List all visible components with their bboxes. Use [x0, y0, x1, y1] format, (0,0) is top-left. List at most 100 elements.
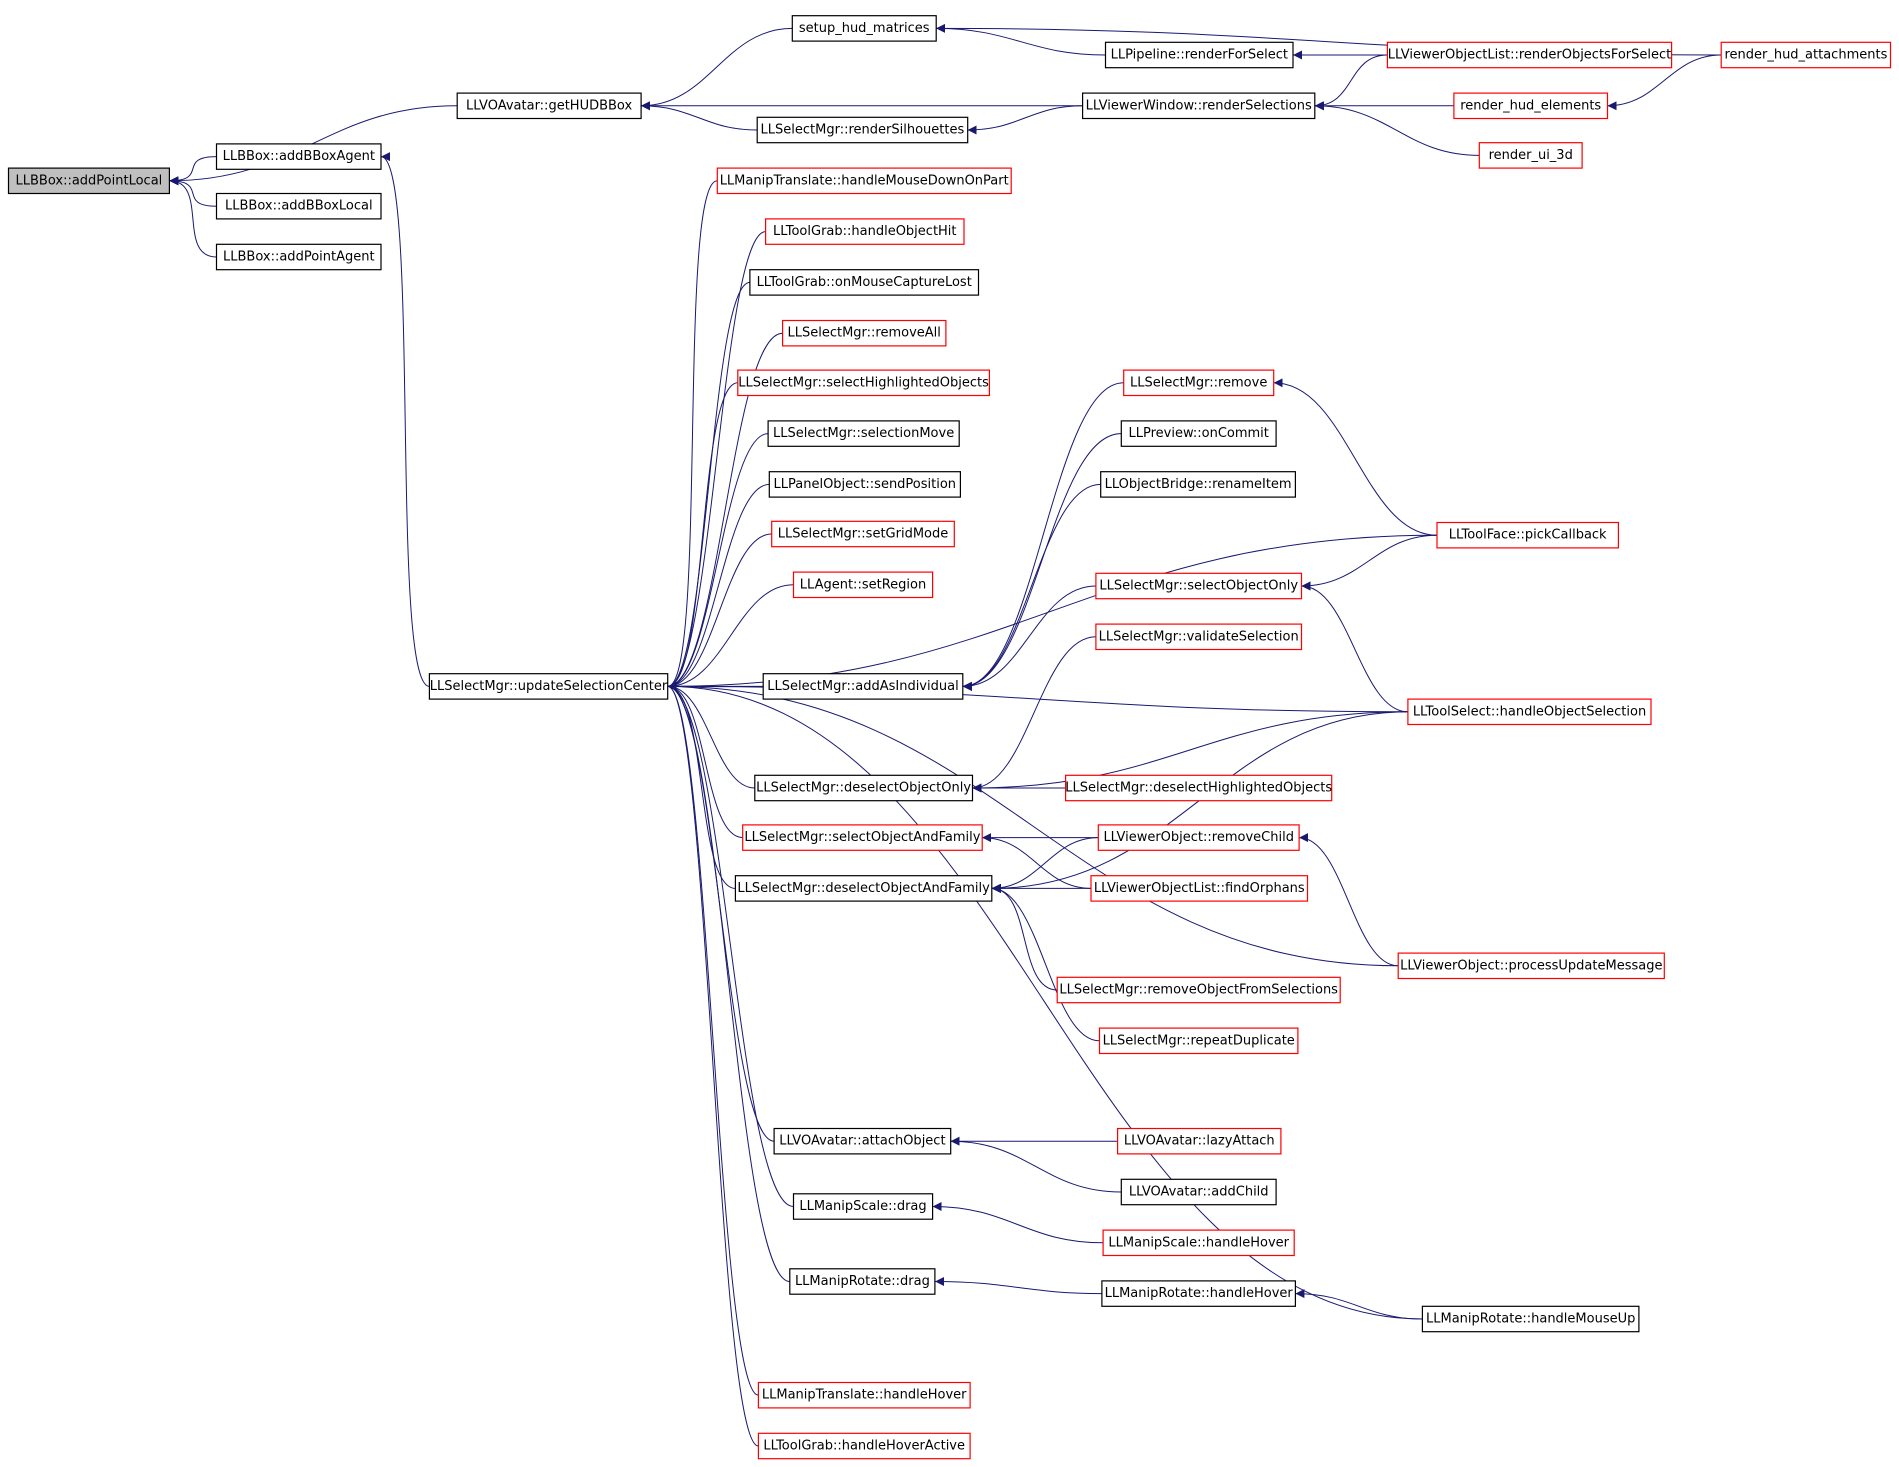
node-add-point-local[interactable]: LLBBox::addPointLocal — [7, 167, 170, 195]
node-setup-hud-matrices[interactable]: setup_hud_matrices — [791, 15, 937, 42]
node-label: LLPipeline::renderForSelect — [1111, 48, 1288, 63]
node-box — [1116, 1127, 1282, 1155]
node-vo-process-update-message[interactable]: LLViewerObject::processUpdateMessage — [1397, 952, 1665, 980]
edge-vo-remove-child-to-sm-deselect-object-and-family — [991, 837, 1099, 893]
node-render-objects-for-select[interactable]: LLViewerObjectList::renderObjectsForSele… — [1386, 41, 1673, 69]
node-label: LLViewerObjectList::renderObjectsForSele… — [1388, 48, 1672, 63]
node-add-point-agent[interactable]: LLBBox::addPointAgent — [215, 243, 382, 271]
node-label: LLVOAvatar::addChild — [1129, 1185, 1269, 1200]
edge-add-point-agent-to-add-point-local — [169, 176, 217, 258]
node-render-selections[interactable]: LLViewerWindow::renderSelections — [1081, 92, 1316, 120]
node-label: LLViewerObject::processUpdateMessage — [1400, 958, 1662, 973]
node-tg-handle-object-hit[interactable]: LLToolGrab::handleObjectHit — [764, 218, 965, 245]
node-sm-remove-object-from-selections[interactable]: LLSelectMgr::removeObjectFromSelections — [1056, 976, 1341, 1004]
node-get-hudbbox[interactable]: LLVOAvatar::getHUDBBox — [456, 92, 642, 120]
node-label: LLAgent::setRegion — [800, 577, 926, 592]
node-mt-handle-mouse-down-on-part[interactable]: LLManipTranslate::handleMouseDownOnPart — [716, 167, 1012, 195]
node-sm-deselect-object-and-family[interactable]: LLSelectMgr::deselectObjectAndFamily — [734, 875, 993, 902]
edge-mr-drag-to-update-selection-center — [667, 681, 790, 1282]
node-label: LLManipRotate::handleHover — [1105, 1286, 1294, 1301]
node-render-silhouettes[interactable]: LLSelectMgr::renderSilhouettes — [756, 116, 969, 144]
node-box — [1095, 623, 1303, 651]
node-label: LLToolFace::pickCallback — [1449, 528, 1607, 543]
node-sm-remove[interactable]: LLSelectMgr::remove — [1123, 369, 1275, 397]
edge-vo-process-update-message-to-vo-remove-child — [1299, 833, 1399, 967]
edge-sm-selection-move-to-update-selection-center — [667, 433, 769, 691]
node-box — [1720, 41, 1892, 69]
node-sm-select-object-only[interactable]: LLSelectMgr::selectObjectOnly — [1095, 572, 1303, 600]
node-label: LLManipTranslate::handleHover — [762, 1388, 967, 1403]
node-ts-handle-object-selection[interactable]: LLToolSelect::handleObjectSelection — [1407, 698, 1652, 726]
node-label: LLSelectMgr::removeAll — [787, 326, 940, 341]
node-box — [792, 1193, 934, 1220]
node-ms-handle-hover[interactable]: LLManipScale::handleHover — [1102, 1229, 1295, 1257]
node-mt-handle-hover[interactable]: LLManipTranslate::handleHover — [757, 1381, 971, 1409]
node-render-hud-elements[interactable]: render_hud_elements — [1453, 92, 1609, 120]
node-sm-remove-all[interactable]: LLSelectMgr::removeAll — [781, 319, 947, 347]
edge-render-selections-to-render-silhouettes — [967, 105, 1083, 135]
node-box — [1386, 41, 1673, 69]
edge-va-add-child-to-va-attach-object — [950, 1136, 1122, 1193]
node-ms-drag[interactable]: LLManipScale::drag — [792, 1193, 934, 1220]
node-sm-selection-move[interactable]: LLSelectMgr::selectionMove — [767, 420, 960, 447]
node-box — [1102, 1229, 1295, 1257]
node-va-attach-object[interactable]: LLVOAvatar::attachObject — [773, 1127, 952, 1155]
node-va-lazy-attach[interactable]: LLVOAvatar::lazyAttach — [1116, 1127, 1282, 1155]
node-label: LLManipRotate::handleMouseUp — [1426, 1312, 1635, 1327]
node-render-hud-attachments[interactable]: render_hud_attachments — [1720, 41, 1892, 69]
edge-render-ui-3d-to-render-selections — [1314, 101, 1480, 156]
node-update-selection-center[interactable]: LLSelectMgr::updateSelectionCenter — [428, 673, 669, 700]
node-box — [215, 192, 382, 220]
node-mr-handle-hover[interactable]: LLManipRotate::handleHover — [1101, 1280, 1297, 1307]
node-sm-select-object-and-family[interactable]: LLSelectMgr::selectObjectAndFamily — [742, 824, 983, 851]
node-label: LLBBox::addBBoxLocal — [225, 199, 373, 214]
node-sm-select-highlighted-objects[interactable]: LLSelectMgr::selectHighlightedObjects — [737, 369, 990, 397]
node-box — [1478, 142, 1583, 169]
node-tg-on-mouse-capture-lost[interactable]: LLToolGrab::onMouseCaptureLost — [749, 269, 980, 296]
node-pv-on-commit[interactable]: LLPreview::onCommit — [1120, 420, 1277, 447]
node-sm-deselect-highlighted-objects[interactable]: LLSelectMgr::deselectHighlightedObjects — [1064, 774, 1332, 802]
node-tf-pick-callback[interactable]: LLToolFace::pickCallback — [1436, 521, 1619, 549]
node-label: LLSelectMgr::selectObjectOnly — [1099, 579, 1298, 594]
node-po-send-position[interactable]: LLPanelObject::sendPosition — [768, 471, 961, 498]
node-add-bbox-agent[interactable]: LLBBox::addBBoxAgent — [215, 143, 382, 170]
node-box — [767, 420, 960, 447]
node-vo-remove-child[interactable]: LLViewerObject::removeChild — [1097, 824, 1300, 851]
node-label: LLToolSelect::handleObjectSelection — [1413, 704, 1646, 719]
node-render-for-select[interactable]: LLPipeline::renderForSelect — [1104, 41, 1294, 69]
edge-tg-on-mouse-capture-lost-to-update-selection-center — [667, 281, 750, 691]
node-label: LLSelectMgr::repeatDuplicate — [1103, 1033, 1295, 1048]
node-tg-handle-hover-active[interactable]: LLToolGrab::handleHoverActive — [757, 1432, 971, 1460]
node-label: LLToolGrab::handleObjectHit — [773, 224, 956, 239]
node-sm-add-as-individual[interactable]: LLSelectMgr::addAsIndividual — [762, 673, 964, 700]
node-box — [1090, 875, 1309, 902]
node-sm-set-grid-mode[interactable]: LLSelectMgr::setGridMode — [771, 520, 955, 548]
node-mr-drag[interactable]: LLManipRotate::drag — [789, 1268, 936, 1295]
node-render-ui-3d[interactable]: render_ui_3d — [1478, 142, 1583, 169]
edge-render-silhouettes-to-get-hudbbox — [641, 101, 758, 131]
node-box — [215, 243, 382, 271]
edge-sm-deselect-object-only-to-update-selection-center — [667, 681, 755, 789]
node-box — [1421, 1305, 1640, 1333]
node-ag-set-region[interactable]: LLAgent::setRegion — [792, 571, 934, 599]
edge-mr-handle-hover-to-mr-drag — [934, 1277, 1102, 1295]
node-box — [749, 269, 980, 296]
node-ob-rename-item[interactable]: LLObjectBridge::renameItem — [1100, 471, 1296, 498]
node-add-bbox-local[interactable]: LLBBox::addBBoxLocal — [215, 192, 382, 220]
node-va-add-child[interactable]: LLVOAvatar::addChild — [1120, 1178, 1277, 1206]
edge-mt-handle-hover-to-update-selection-center — [667, 682, 759, 1396]
node-box — [1397, 952, 1665, 980]
node-box — [1407, 698, 1652, 726]
node-box — [1101, 1280, 1297, 1307]
node-mr-handle-mouse-up[interactable]: LLManipRotate::handleMouseUp — [1421, 1305, 1640, 1333]
node-vol-find-orphans[interactable]: LLViewerObjectList::findOrphans — [1090, 875, 1309, 902]
node-sm-deselect-object-only[interactable]: LLSelectMgr::deselectObjectOnly — [754, 774, 974, 802]
node-label: LLSelectMgr::deselectHighlightedObjects — [1065, 781, 1332, 796]
node-label: LLSelectMgr::removeObjectFromSelections — [1059, 983, 1338, 998]
edge-ts-handle-object-selection-to-sm-deselect-object-only — [972, 711, 1408, 793]
node-label: LLManipRotate::drag — [795, 1274, 930, 1289]
node-box — [737, 369, 990, 397]
node-label: LLBBox::addPointAgent — [223, 250, 375, 265]
node-sm-validate-selection[interactable]: LLSelectMgr::validateSelection — [1095, 623, 1303, 651]
node-sm-repeat-duplicate[interactable]: LLSelectMgr::repeatDuplicate — [1098, 1027, 1299, 1055]
